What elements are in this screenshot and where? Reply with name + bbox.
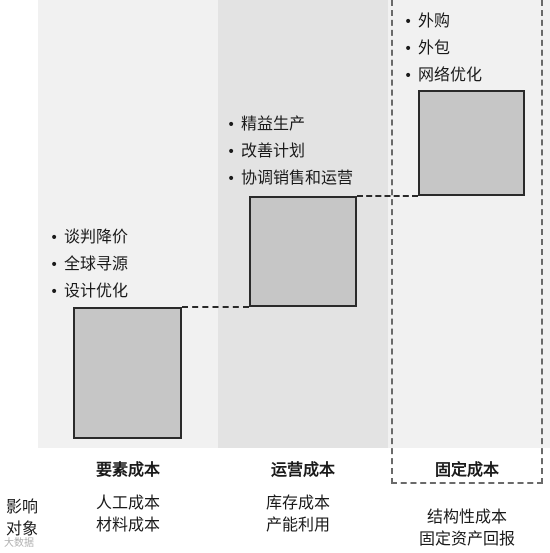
bullet-item: •改善计划 <box>227 138 353 165</box>
category-label-operating-cost: 运营成本 <box>270 460 335 479</box>
bullet-item: •外购 <box>404 8 482 35</box>
impact-item: 库存成本 <box>265 493 330 512</box>
watermark: 大数据 <box>4 538 34 549</box>
impact-item: 结构性成本 <box>426 507 507 526</box>
bullet-icon: • <box>404 14 413 30</box>
bullet-icon: • <box>227 117 236 133</box>
bullet-item: •谈判降价 <box>50 224 128 251</box>
impact-item: 产能利用 <box>265 515 330 534</box>
bullet-icon: • <box>404 41 413 57</box>
bullet-list-fixed-cost: •外购 •外包 •网络优化 <box>404 8 482 89</box>
bullet-item: •精益生产 <box>227 111 353 138</box>
bullet-item: •协调销售和运营 <box>227 165 353 192</box>
impact-item: 材料成本 <box>95 515 160 534</box>
bullet-item: •网络优化 <box>404 62 482 89</box>
bullet-item: •外包 <box>404 35 482 62</box>
impact-list-fixed-cost: 结构性成本 固定资产回报 <box>391 506 543 550</box>
row-label-impact: 影响 <box>6 497 39 516</box>
step-box-fixed-cost <box>418 90 525 196</box>
panel-fixed-cost <box>388 0 550 448</box>
bullet-icon: • <box>50 257 59 273</box>
dashed-connector-2 <box>357 195 418 197</box>
bullet-icon: • <box>227 171 236 187</box>
impact-list-operating-cost: 库存成本 产能利用 <box>218 492 378 536</box>
bullet-icon: • <box>404 68 413 84</box>
category-label-fixed-cost: 固定成本 <box>434 460 499 479</box>
impact-item: 固定资产回报 <box>418 529 515 548</box>
bullet-icon: • <box>50 284 59 300</box>
dashed-connector-1 <box>182 306 249 308</box>
impact-list-factor-cost: 人工成本 材料成本 <box>38 492 218 536</box>
category-label-factor-cost: 要素成本 <box>95 460 160 479</box>
step-box-operating-cost <box>249 196 357 307</box>
bullet-icon: • <box>227 144 236 160</box>
bullet-item: •设计优化 <box>50 278 128 305</box>
bullet-list-factor-cost: •谈判降价 •全球寻源 •设计优化 <box>50 224 128 305</box>
impact-item: 人工成本 <box>95 493 160 512</box>
bullet-item: •全球寻源 <box>50 251 128 278</box>
bullet-icon: • <box>50 230 59 246</box>
step-box-factor-cost <box>73 307 182 439</box>
fixed-cost-dashed-frame <box>391 0 543 484</box>
bullet-list-operating-cost: •精益生产 •改善计划 •协调销售和运营 <box>227 111 353 192</box>
row-label-target: 对象 <box>6 519 39 538</box>
